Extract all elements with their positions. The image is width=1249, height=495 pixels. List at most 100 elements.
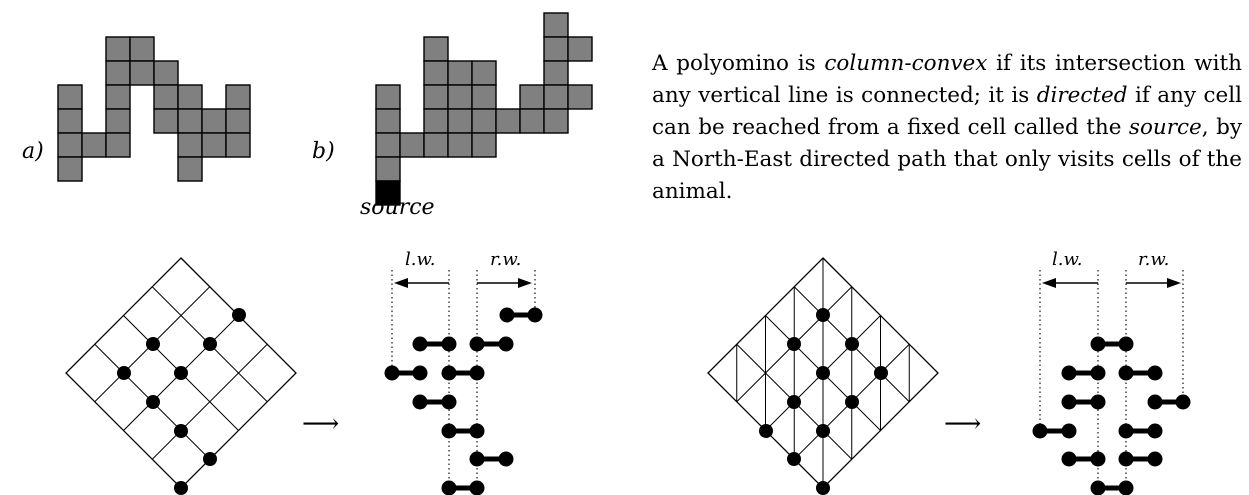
dimer-end-dot [1147,394,1163,410]
polyomino-cell [375,156,401,182]
polyomino-cell [57,84,83,110]
polyomino-cell [471,132,497,158]
dimer-end-dot [1090,336,1106,352]
polyomino-cell [105,132,131,158]
dimer-end-dot [441,365,457,381]
polyomino-cell [471,84,497,110]
dimer-end-dot [412,336,428,352]
dimer-end-dot [441,336,457,352]
lattice-site-dot [787,395,801,409]
arrow-left: ⟶ [302,409,339,439]
polyomino-cell [105,84,131,110]
definition-paragraph: A polyomino is column-convex if its inte… [652,48,1242,208]
polyomino-cell [57,132,83,158]
polyomino-cell [447,60,473,86]
para-part-1: A polyomino is [652,51,825,76]
dimer-end-dot [469,423,485,439]
polyomino-cell [177,84,203,110]
dimer-end-dot [1032,423,1048,439]
polyomino-cell [567,84,593,110]
polyomino-cell [375,84,401,110]
polyomino-a [57,36,251,182]
polyomino-cell [423,132,449,158]
lattice-site-dot [146,395,160,409]
lattice-site-dot [203,337,217,351]
polyomino-b [375,12,593,206]
dimer-end-dot [499,307,515,323]
polyomino-cell [567,36,593,62]
lattice-site-dot [174,424,188,438]
left-width-label-1: l.w. [405,249,435,270]
polyomino-cell [177,108,203,134]
dimer-end-dot [412,365,428,381]
lattice-site-dot [146,337,160,351]
polyomino-cell [375,108,401,134]
dimer-end-dot [1118,365,1134,381]
lattice-site-dot [174,481,188,495]
dimer-end-dot [1090,480,1106,495]
polyomino-cell [105,108,131,134]
dimer-end-dot [1061,394,1077,410]
lattice-site-dot [874,366,888,380]
lattice-site-dot [816,481,830,495]
polyomino-cell [519,84,545,110]
polyomino-cell [375,132,401,158]
polyomino-cell [57,156,83,182]
lattice-site-dot [816,366,830,380]
polyomino-cell [153,84,179,110]
dimer-end-dot [1118,423,1134,439]
polyomino-cell [225,108,251,134]
polyomino-cell [519,108,545,134]
square-lattice-diamond [65,257,297,495]
polyomino-cell [201,132,227,158]
panel-a-label: a) [22,139,44,164]
lattice-site-dot [787,337,801,351]
dimer-end-dot [469,365,485,381]
polyomino-cell [81,132,107,158]
lattice-site-dot [845,337,859,351]
dimer-end-dot [441,480,457,495]
polyomino-cell [543,108,569,134]
polyomino-cell [177,156,203,182]
triangular-lattice-diamond [707,257,939,495]
lattice-site-dot [787,452,801,466]
right-width-label-2: r.w. [1138,249,1169,270]
polyomino-cell [447,132,473,158]
term-source: source [1128,115,1202,140]
dimer-end-dot [469,336,485,352]
dimer-end-dot [1061,451,1077,467]
lattice-site-dot [174,366,188,380]
lattice-site-dot [816,424,830,438]
polyomino-cell [423,84,449,110]
dimer-end-dot [1147,365,1163,381]
polyomino-cell [225,84,251,110]
dimer-end-dot [1061,423,1077,439]
para-part-3: if any cell can be reached from a fixed … [652,83,1242,140]
dimer-diagram-right: l.w. r.w. [1032,249,1191,495]
dimer-end-dot [1147,423,1163,439]
lattice-site-dot [816,308,830,322]
polyomino-cell [543,36,569,62]
polyomino-cell [129,60,155,86]
polyomino-cell [225,132,251,158]
polyomino-cell [543,12,569,38]
polyomino-cell [201,108,227,134]
polyomino-cell [447,108,473,134]
polyomino-cell [105,60,131,86]
dimer-end-dot [441,423,457,439]
dimer-diagram-left: l.w. r.w. [384,249,543,495]
dimer-end-dot [1061,365,1077,381]
left-width-label-2: l.w. [1052,249,1082,270]
arrow-right: ⟶ [944,409,981,439]
dimer-end-dot [527,307,543,323]
dimer-end-dot [1118,480,1134,495]
term-directed: directed [1036,83,1128,108]
polyomino-cell [543,84,569,110]
panel-b-label: b) [312,139,335,164]
lattice-site-dot [845,395,859,409]
polyomino-cell [105,36,131,62]
polyomino-cell [495,108,521,134]
polyomino-cell [447,84,473,110]
lattice-site-dot [203,452,217,466]
polyomino-cell [153,60,179,86]
